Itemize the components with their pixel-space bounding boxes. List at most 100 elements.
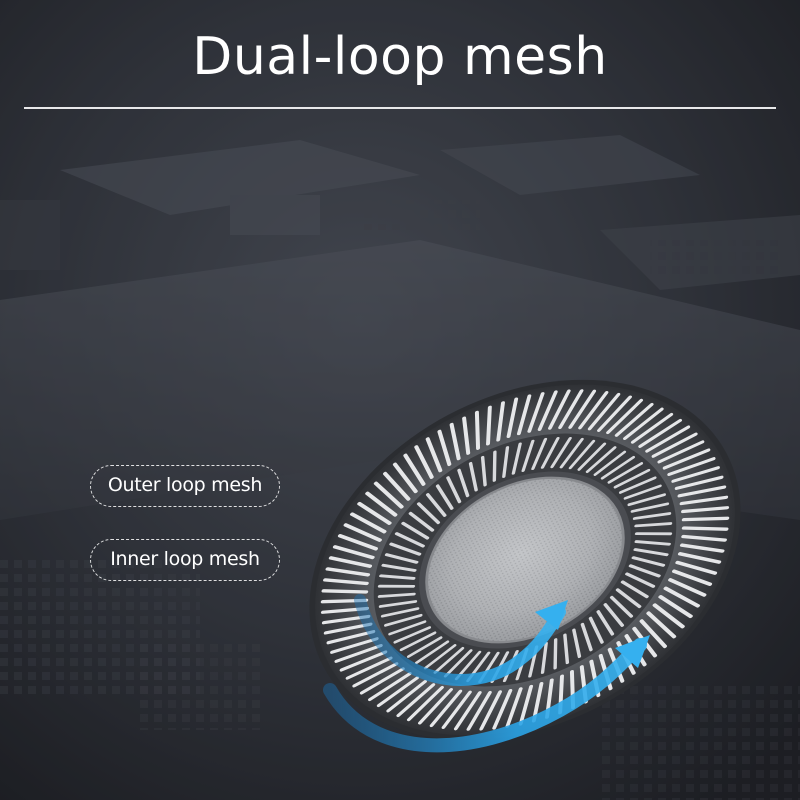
mesh-slot <box>394 532 425 548</box>
mesh-slot <box>377 592 416 598</box>
mesh-slot <box>418 688 453 725</box>
mesh-slot <box>334 644 383 663</box>
mesh-slot <box>368 672 412 702</box>
outer-loop-mesh-label: Outer loop mesh <box>90 465 280 507</box>
mesh-slot <box>572 628 582 659</box>
mesh-slot <box>593 450 627 476</box>
mesh-slot <box>365 491 398 517</box>
mesh-slot <box>343 523 382 542</box>
mesh-slot <box>568 389 597 429</box>
mesh-slot <box>389 542 422 556</box>
mesh-slot <box>681 534 727 542</box>
mesh-slot <box>531 681 544 723</box>
mesh-slot <box>384 613 423 627</box>
mesh-slot <box>540 642 548 674</box>
mesh-slot <box>527 392 545 433</box>
mesh-slot <box>462 416 471 455</box>
mesh-slot <box>406 685 444 722</box>
mesh-slot <box>606 398 644 435</box>
mesh-slot <box>384 553 419 564</box>
mesh-slot <box>453 691 482 731</box>
mesh-slot <box>457 468 470 498</box>
mesh-slot <box>623 484 662 500</box>
mesh-slot <box>350 512 387 534</box>
mesh-slot <box>502 446 510 478</box>
mesh-slot <box>357 501 392 525</box>
mesh-slot <box>429 689 463 728</box>
mesh-slot <box>449 422 461 461</box>
page-title: Dual-loop mesh <box>192 27 608 87</box>
rotation-arrows <box>323 594 650 753</box>
mesh-slot <box>383 471 411 501</box>
mesh-slot <box>480 455 487 487</box>
mesh-slot <box>615 588 642 609</box>
mesh-slot <box>486 405 492 446</box>
mesh-slot <box>607 462 644 484</box>
title-divider <box>24 107 776 109</box>
mesh-slot <box>399 631 437 652</box>
mesh-slot <box>679 495 729 506</box>
mesh-slot <box>466 690 492 731</box>
mesh-slot <box>634 532 673 536</box>
mesh-slot <box>597 395 632 432</box>
mesh-slot <box>321 589 369 594</box>
mesh-slot <box>639 619 667 649</box>
mesh-slot <box>663 586 700 608</box>
mesh-slot <box>474 410 481 450</box>
mesh-slot <box>345 656 393 680</box>
mesh-slot <box>505 687 523 728</box>
mesh-slot <box>679 543 725 553</box>
mesh-slot <box>588 616 604 644</box>
mesh-slot <box>479 690 502 731</box>
mesh-slot <box>600 455 636 480</box>
mesh-slot <box>568 439 596 470</box>
mesh-slot <box>441 690 472 730</box>
mesh-slot <box>618 476 657 494</box>
mesh-slot <box>638 418 682 448</box>
mesh-slot <box>443 649 473 678</box>
mesh-slot <box>668 578 707 597</box>
mesh-slot <box>628 564 661 578</box>
mesh-slot <box>580 622 593 652</box>
mesh-slot <box>492 689 513 730</box>
mesh-slot <box>518 684 534 726</box>
mesh-slot <box>613 468 651 489</box>
mesh-slot <box>359 667 405 695</box>
mesh-slot <box>496 401 505 442</box>
mesh-slot <box>325 567 371 577</box>
mesh-slot <box>578 390 609 430</box>
mesh-slot <box>396 683 436 718</box>
mesh-slot <box>609 595 634 618</box>
inner-loop-mesh-label: Inner loop mesh <box>90 539 280 581</box>
mesh-slot <box>537 390 558 431</box>
mesh-slot <box>339 650 388 672</box>
mesh-slot <box>667 457 716 476</box>
mesh-slot <box>330 637 379 654</box>
mesh-slot <box>634 540 671 546</box>
mesh-slot <box>625 572 656 588</box>
mesh-slot <box>677 552 722 564</box>
mesh-slot <box>392 462 418 494</box>
mesh-slot <box>433 647 465 674</box>
mesh-slot <box>425 493 447 517</box>
mesh-slot <box>585 446 617 473</box>
mesh-slot <box>326 630 376 645</box>
mesh-slot <box>645 425 691 453</box>
mesh-slot <box>671 466 720 483</box>
mesh-slot <box>631 556 666 567</box>
mesh-slot <box>587 392 621 431</box>
mesh-slot <box>435 484 454 510</box>
mesh-slot <box>425 437 443 473</box>
mesh-slot <box>378 600 418 608</box>
mesh-slot <box>380 607 420 618</box>
mesh-slot <box>492 450 497 482</box>
mesh-slot <box>623 407 664 440</box>
mesh-slot <box>614 402 654 437</box>
mesh-slot <box>332 545 375 560</box>
mesh-slot <box>662 448 711 470</box>
mesh-slot <box>675 560 718 575</box>
mesh-slot <box>379 574 416 580</box>
mesh-slot <box>548 389 571 430</box>
mesh-slot <box>373 481 404 509</box>
